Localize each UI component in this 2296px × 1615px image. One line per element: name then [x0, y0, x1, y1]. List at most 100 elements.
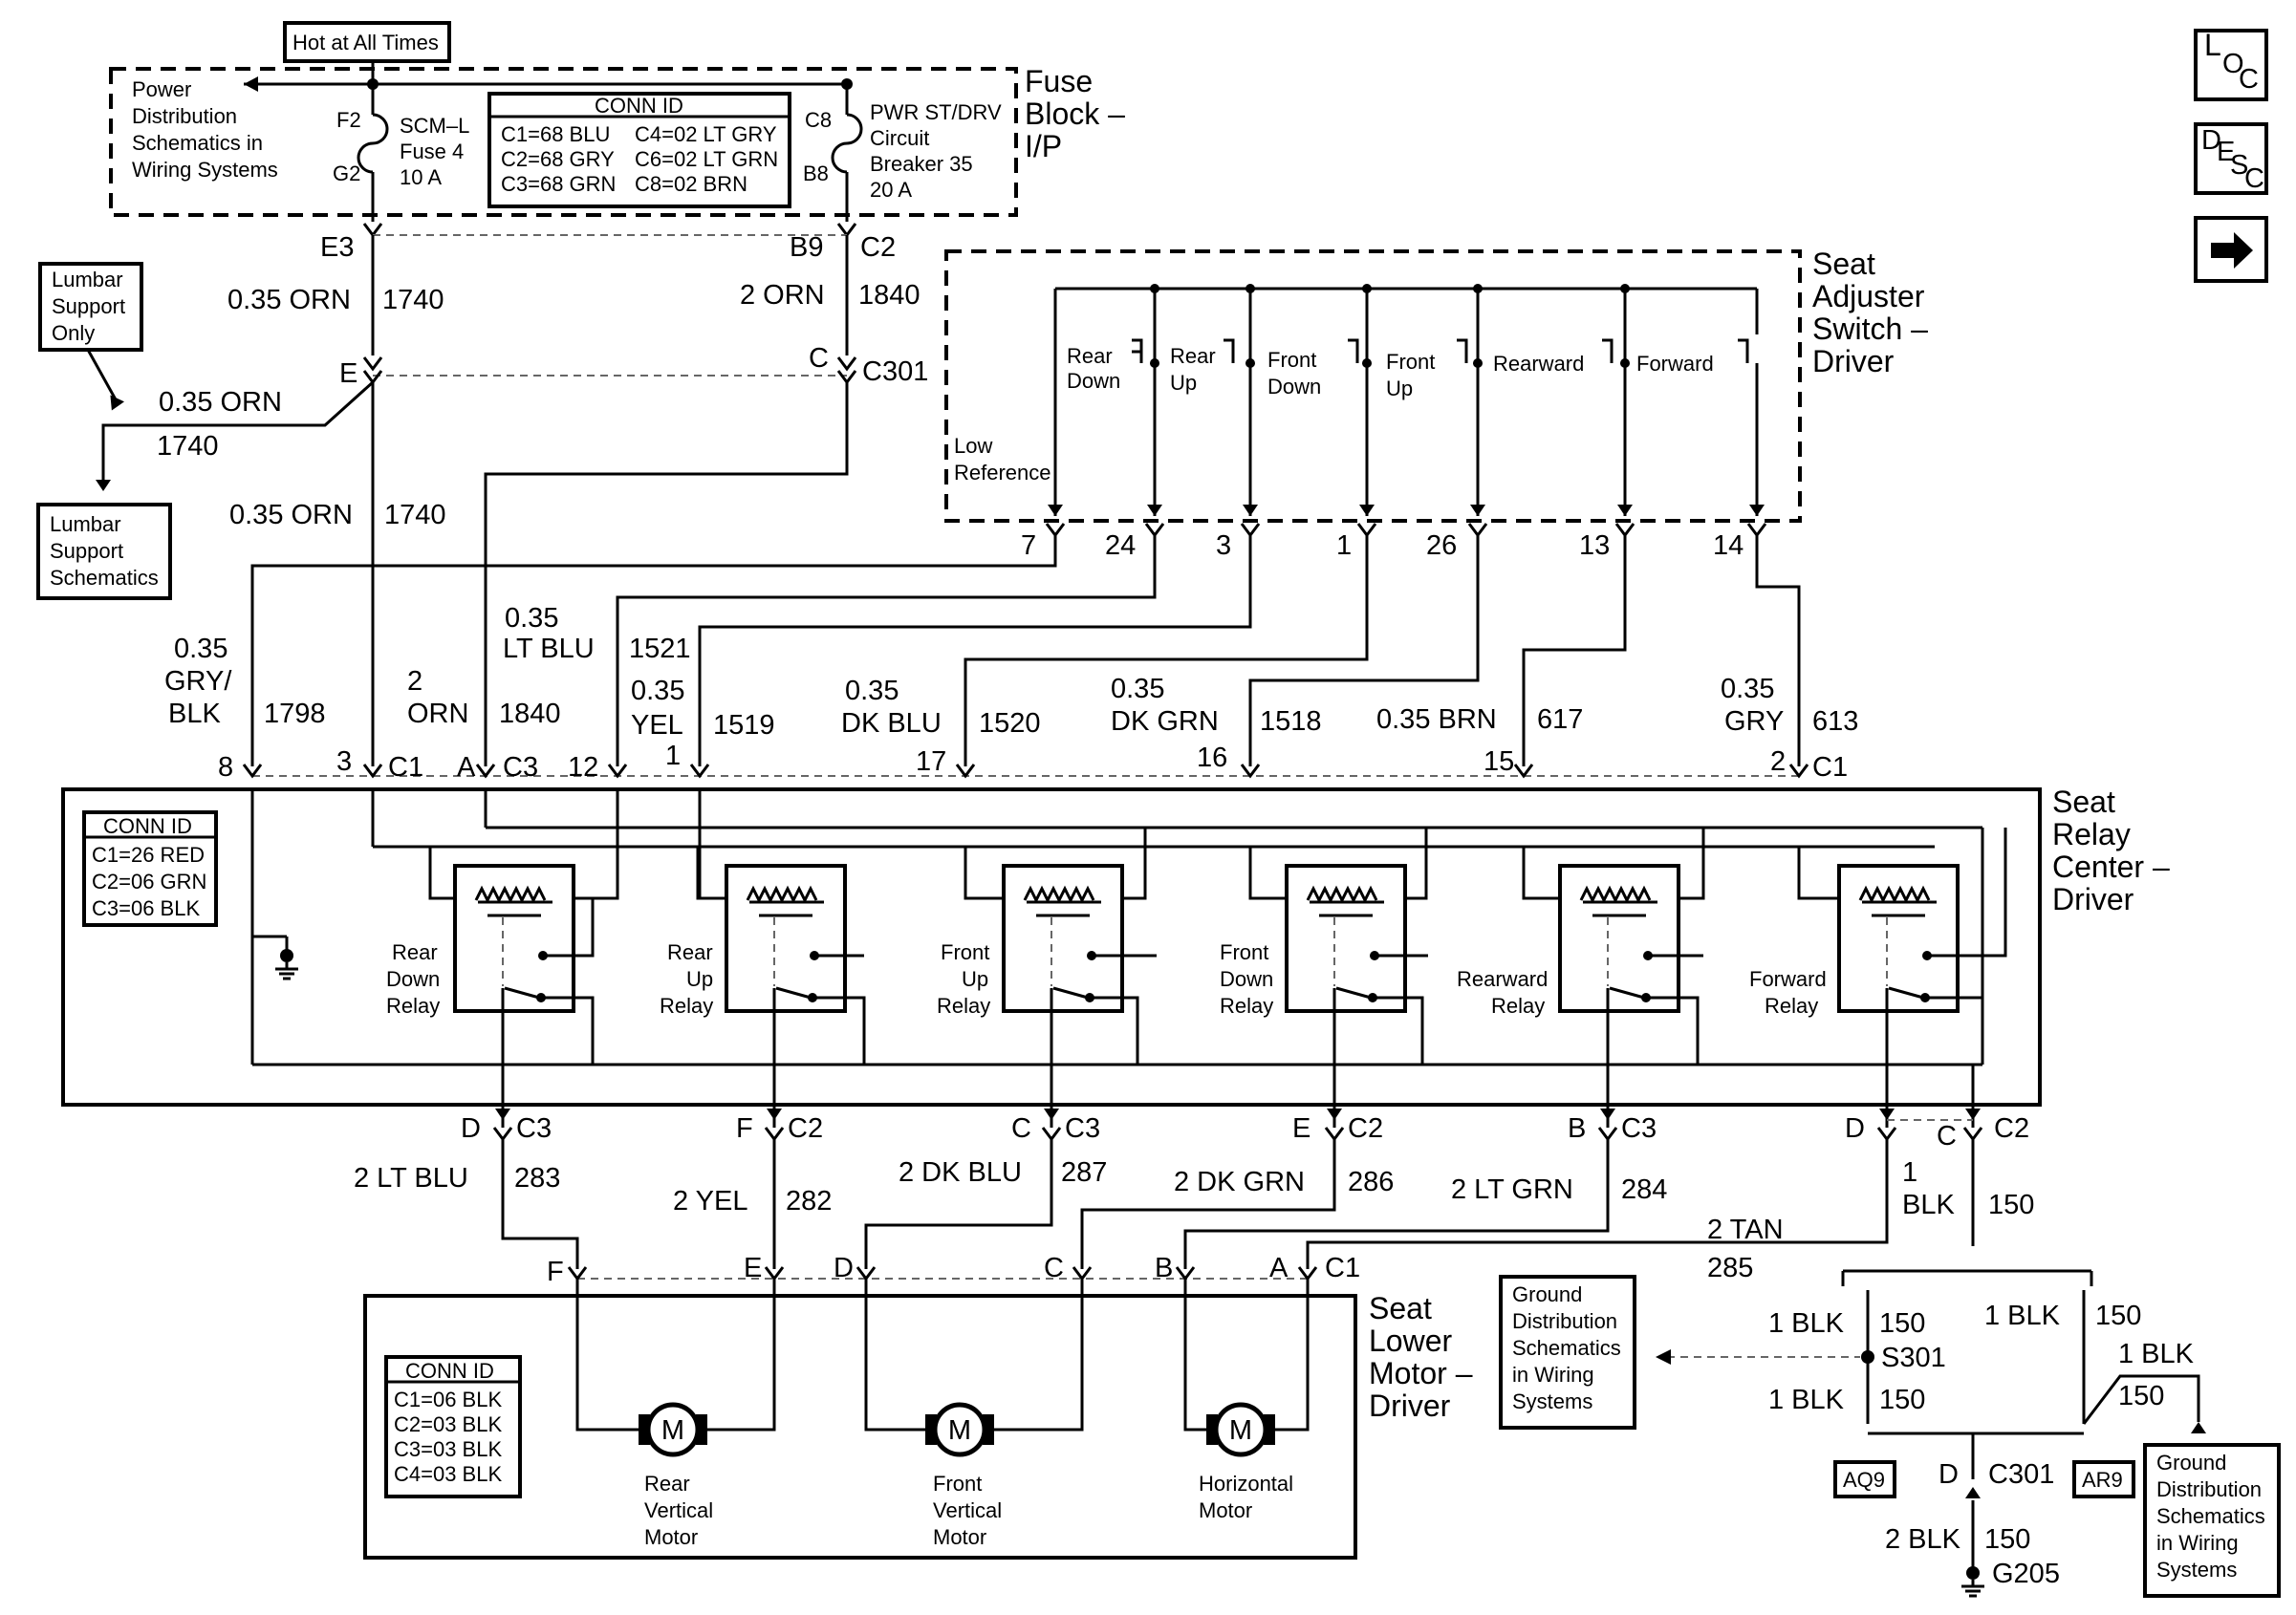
svg-text:C3: C3 — [503, 752, 538, 783]
svg-text:150: 150 — [2095, 1301, 2141, 1331]
relays — [453, 864, 1960, 1013]
svg-text:C3: C3 — [516, 1113, 552, 1144]
svg-text:Motor: Motor — [1199, 1498, 1252, 1522]
svg-text:284: 284 — [1621, 1174, 1667, 1205]
svg-text:Relay: Relay — [660, 994, 713, 1018]
fuse-block-ip — [109, 67, 1018, 217]
svg-text:GRY: GRY — [1724, 706, 1784, 737]
svg-text:PWR ST/DRV: PWR ST/DRV — [870, 100, 1002, 124]
svg-text:B: B — [1155, 1253, 1173, 1283]
relay-center-pin-labels: 8 3 C1 A C3 12 1 17 16 15 2 C1 — [218, 741, 1848, 783]
next-page-button[interactable] — [2194, 216, 2268, 283]
svg-text:AR9: AR9 — [2082, 1468, 2123, 1492]
desc-button[interactable]: D E S C — [2194, 122, 2268, 195]
svg-text:Motor –: Motor – — [1369, 1356, 1473, 1390]
svg-text:Relay: Relay — [937, 994, 990, 1018]
svg-text:C: C — [1044, 1253, 1064, 1283]
fuse-icon — [357, 113, 389, 174]
aq9-button[interactable]: AQ9 — [1833, 1460, 1896, 1498]
svg-text:Block –: Block – — [1025, 97, 1125, 131]
power-distribution-ref: Power Distribution Schematics in Wiring … — [132, 77, 278, 182]
svg-text:Front: Front — [1267, 348, 1316, 372]
svg-text:C3=68 GRN: C3=68 GRN — [501, 172, 616, 196]
svg-text:0.35: 0.35 — [505, 603, 558, 634]
conn-c2: C2 — [860, 232, 896, 263]
lumbar-support-only-label: Lumbar Support Only — [38, 262, 143, 352]
svg-text:Rear: Rear — [644, 1472, 690, 1496]
svg-text:Systems: Systems — [2156, 1558, 2237, 1582]
svg-text:D: D — [834, 1253, 854, 1283]
circuit-breaker-label: PWR ST/DRV Circuit Breaker 35 20 A — [870, 100, 1002, 202]
svg-text:C3: C3 — [1065, 1113, 1100, 1144]
svg-text:150: 150 — [1879, 1385, 1925, 1415]
motor-labels: Rear Vertical Motor Front Vertical Motor… — [644, 1472, 1293, 1549]
svg-text:2: 2 — [1770, 746, 1786, 777]
splice-s301: S301 — [1881, 1343, 1946, 1373]
svg-text:C3=06 BLK: C3=06 BLK — [92, 896, 200, 920]
svg-text:Relay: Relay — [2052, 817, 2131, 851]
svg-text:Support: Support — [50, 539, 123, 563]
ar9-button[interactable]: AR9 — [2072, 1460, 2135, 1498]
svg-text:DK BLU: DK BLU — [841, 708, 942, 739]
desc-letter-s: S — [2230, 150, 2248, 181]
svg-text:Power: Power — [132, 77, 191, 101]
lower-wire-labels: 2 LT BLU 283 2 YEL 282 2 DK BLU 287 2 DK… — [354, 1157, 2034, 1283]
svg-text:150: 150 — [2118, 1381, 2164, 1411]
svg-text:Circuit: Circuit — [870, 126, 929, 150]
svg-text:0.35: 0.35 — [1721, 674, 1774, 704]
svg-text:C1=68 BLU: C1=68 BLU — [501, 122, 610, 146]
seat-lower-motor — [363, 1294, 1357, 1560]
svg-text:D: D — [461, 1113, 481, 1144]
svg-text:D: D — [1845, 1113, 1865, 1144]
svg-text:CONN ID: CONN ID — [103, 814, 192, 838]
svg-text:0.35: 0.35 — [845, 676, 899, 706]
switch-title: Seat Adjuster Switch – Driver — [1812, 247, 1928, 378]
svg-text:24: 24 — [1105, 530, 1136, 561]
svg-text:Forward: Forward — [1749, 967, 1827, 991]
svg-text:Forward: Forward — [1636, 352, 1714, 376]
svg-text:B: B — [1568, 1113, 1586, 1144]
svg-text:Breaker 35: Breaker 35 — [870, 152, 973, 176]
svg-text:Vertical: Vertical — [933, 1498, 1002, 1522]
wire-1740-num: 1740 — [382, 285, 444, 315]
svg-text:GRY/: GRY/ — [164, 666, 232, 697]
relay-labels: Rear Down Relay Rear Up Relay Front Up R… — [386, 940, 1827, 1018]
relay-center-title: Seat Relay Center – Driver — [2052, 785, 2170, 916]
svg-text:C6=02 LT GRN: C6=02 LT GRN — [635, 147, 778, 171]
svg-text:F: F — [547, 1257, 564, 1287]
hot-at-all-times-label: Hot at All Times — [283, 21, 451, 63]
svg-text:M: M — [1229, 1415, 1252, 1446]
svg-text:C2: C2 — [1348, 1113, 1383, 1144]
svg-text:C4=03 BLK: C4=03 BLK — [394, 1462, 502, 1486]
svg-text:1 BLK: 1 BLK — [1984, 1301, 2061, 1331]
ground-wire-labels: 1 BLK 150 S301 1 BLK 150 1 BLK 150 1 BLK… — [1768, 1301, 2195, 1589]
wire-1840-size: 2 ORN — [740, 280, 825, 311]
lower-connector-labels: D C3 F C2 C C3 E C2 B C3 D C C2 — [461, 1113, 2029, 1152]
loc-button[interactable]: L O C — [2194, 28, 2268, 101]
svg-text:613: 613 — [1812, 706, 1858, 737]
svg-text:Vertical: Vertical — [644, 1498, 713, 1522]
svg-text:2 LT GRN: 2 LT GRN — [1451, 1174, 1573, 1205]
svg-text:Distribution: Distribution — [132, 104, 237, 128]
switch-pin-labels: 7 24 3 1 26 13 14 — [1021, 530, 1744, 561]
pin-g2: G2 — [333, 162, 360, 185]
svg-text:BLK: BLK — [1902, 1190, 1955, 1220]
svg-text:12: 12 — [568, 752, 598, 783]
svg-text:17: 17 — [916, 746, 946, 777]
svg-text:CONN ID: CONN ID — [405, 1359, 494, 1383]
svg-text:Schematics: Schematics — [50, 566, 159, 590]
svg-text:C1: C1 — [1325, 1253, 1360, 1283]
pin-b8: B8 — [803, 162, 829, 185]
svg-text:Distribution: Distribution — [1512, 1309, 1617, 1333]
svg-text:Adjuster: Adjuster — [1812, 279, 1925, 313]
svg-text:0.35: 0.35 — [174, 634, 227, 664]
svg-text:282: 282 — [786, 1186, 832, 1217]
svg-text:C1: C1 — [388, 752, 423, 783]
svg-text:C3: C3 — [1621, 1113, 1657, 1144]
motor-wiring — [575, 1279, 1310, 1432]
wire-1740-num-2: 1740 — [384, 500, 446, 530]
svg-text:Driver: Driver — [1812, 344, 1895, 378]
svg-text:M: M — [661, 1415, 684, 1446]
svg-text:Relay: Relay — [1491, 994, 1545, 1018]
svg-text:26: 26 — [1426, 530, 1457, 561]
